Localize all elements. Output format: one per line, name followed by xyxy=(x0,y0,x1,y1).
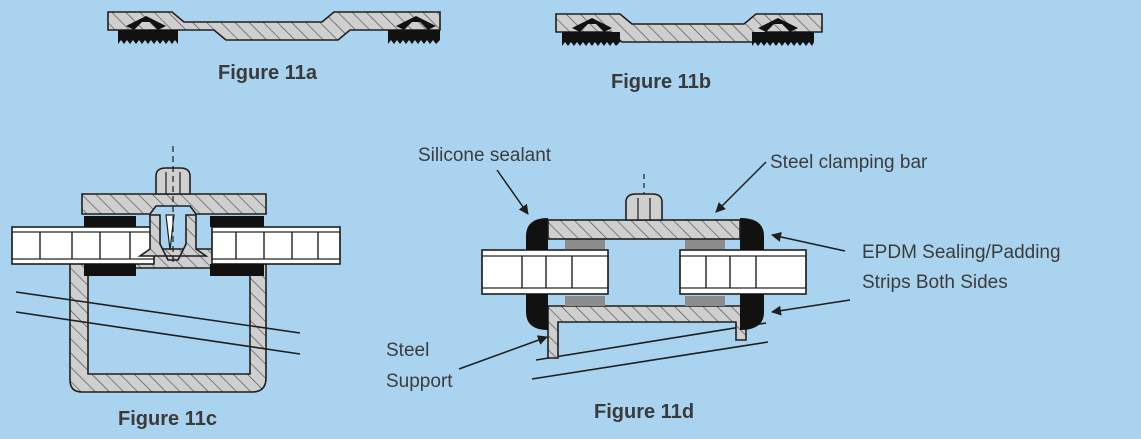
label-steel-support-line-2: Support xyxy=(386,371,453,392)
polycarbonate-sheet-right xyxy=(679,249,807,295)
gasket-right xyxy=(388,16,440,44)
bolt-head xyxy=(625,193,663,221)
caption-figure-11b: Figure 11b xyxy=(611,71,711,93)
polycarbonate-sheet-left xyxy=(11,226,155,265)
silicone-bead-bottom-left xyxy=(526,294,548,330)
gasket-left xyxy=(118,16,178,44)
caption-figure-11d: Figure 11d xyxy=(594,401,694,423)
caption-figure-11a: Figure 11a xyxy=(218,62,318,84)
figure-11d-drawing: Silicone sealant Steel clamping bar EPDM… xyxy=(386,145,1061,423)
silicone-bead-top-right xyxy=(740,218,764,250)
label-silicone-sealant: Silicone sealant xyxy=(418,145,552,166)
figure-11c-drawing: Figure 11c xyxy=(11,146,341,430)
steel-clamping-bar xyxy=(547,219,741,240)
label-steel-support-line-1: Steel xyxy=(386,340,429,361)
gasket-right xyxy=(752,18,814,46)
figure-11a-drawing: Figure 11a xyxy=(107,11,441,84)
silicone-bead-top-left xyxy=(526,218,548,250)
gasket-left xyxy=(562,18,620,46)
label-steel-clamping-bar: Steel clamping bar xyxy=(770,152,928,173)
label-epdm-line-1: EPDM Sealing/Padding xyxy=(862,242,1061,263)
caption-figure-11c: Figure 11c xyxy=(118,408,217,430)
figure-11b-drawing: Figure 11b xyxy=(555,13,823,93)
polycarbonate-sheet-left xyxy=(481,249,609,295)
silicone-bead-bottom-right xyxy=(740,294,764,330)
label-epdm-line-2: Strips Both Sides xyxy=(862,272,1008,293)
polycarbonate-sheet-right xyxy=(211,226,341,265)
